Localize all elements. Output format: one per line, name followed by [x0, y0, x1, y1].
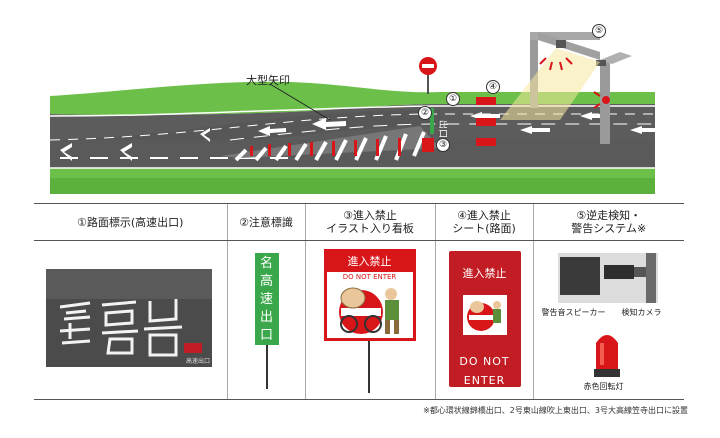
- lamp-label: 赤色回転灯: [583, 382, 624, 391]
- lane-divider-1: [49, 113, 655, 141]
- marker-5: ⑤: [592, 24, 606, 38]
- caution-sign-pole: [265, 345, 268, 389]
- sheet-on-road-1: [476, 97, 496, 105]
- speaker-camera-photo: [557, 253, 658, 303]
- cell-detection-system: 警告音スピーカー 検知カメラ 赤色回転灯: [532, 240, 684, 400]
- grass-upper: [50, 81, 655, 116]
- gore-zebra: [220, 126, 440, 162]
- header-wrong-way-system: ⑤逆走検知・警告システム※: [532, 203, 684, 241]
- lane-divider-2: [229, 123, 655, 141]
- header-no-entry-board: ③進入禁止イラスト入り看板: [304, 203, 435, 241]
- road-text-exit: 出口: [437, 120, 449, 138]
- warning-light-rays: [539, 57, 601, 109]
- legend-table: ①路面標示(高速出口) ②注意標識 ③進入禁止イラスト入り看板 ④進入禁止シート…: [34, 203, 684, 400]
- cell-no-entry-board: 進入禁止 DO NOT ENTER: [304, 240, 435, 400]
- svg-text:高速出口: 高速出口: [186, 357, 210, 365]
- no-entry-board: 進入禁止 DO NOT ENTER: [323, 249, 416, 341]
- cell-no-entry-sheet: 進入禁止 DO NOT ENTER: [434, 240, 533, 400]
- rotating-lamp: [593, 335, 620, 377]
- arrow-label: 大型矢印: [246, 74, 290, 87]
- sheet-on-road-2: [476, 118, 496, 126]
- marker-2: ②: [418, 106, 432, 120]
- ramp-lane: [50, 110, 440, 148]
- sheet-illustration: [462, 295, 507, 335]
- footnote: ※都心環状線錦橋出口、2号東山線吹上東出口、3号大高線笠寺出口に設置: [423, 406, 688, 415]
- leader-line: [269, 83, 331, 121]
- road-marking-photo: 高速出口: [46, 269, 212, 367]
- camera-label: 検知カメラ: [621, 308, 662, 317]
- header-no-entry-sheet: ④進入禁止シート(路面): [434, 203, 533, 241]
- chevrons: [60, 128, 210, 161]
- marker-3: ③: [436, 138, 450, 152]
- edge-line-top: [49, 105, 655, 117]
- detection-gantry: [500, 32, 632, 144]
- header-road-marking: ①路面標示(高速出口): [34, 203, 227, 241]
- caution-sign: 名 高 速 出 口: [254, 253, 279, 345]
- no-entry-sheet: 進入禁止 DO NOT ENTER: [448, 251, 521, 387]
- cell-caution-sign: 名 高 速 出 口: [226, 240, 305, 400]
- red-board-small: [422, 138, 434, 152]
- cell-road-marking: 高速出口: [34, 240, 227, 400]
- road-scene: 出口: [49, 32, 655, 194]
- header-caution-sign: ②注意標識: [226, 203, 305, 241]
- grass-front: [50, 168, 655, 178]
- no-entry-illustration: [338, 287, 399, 334]
- traffic-cones: [250, 138, 401, 156]
- green-sign-small: [430, 108, 434, 134]
- grass-side: [50, 178, 655, 194]
- speaker-label: 警告音スピーカー: [541, 308, 606, 317]
- marker-4: ④: [486, 80, 500, 94]
- marker-1: ①: [446, 92, 460, 106]
- no-entry-board-pole: [367, 341, 370, 393]
- sheet-on-road-3: [476, 138, 496, 146]
